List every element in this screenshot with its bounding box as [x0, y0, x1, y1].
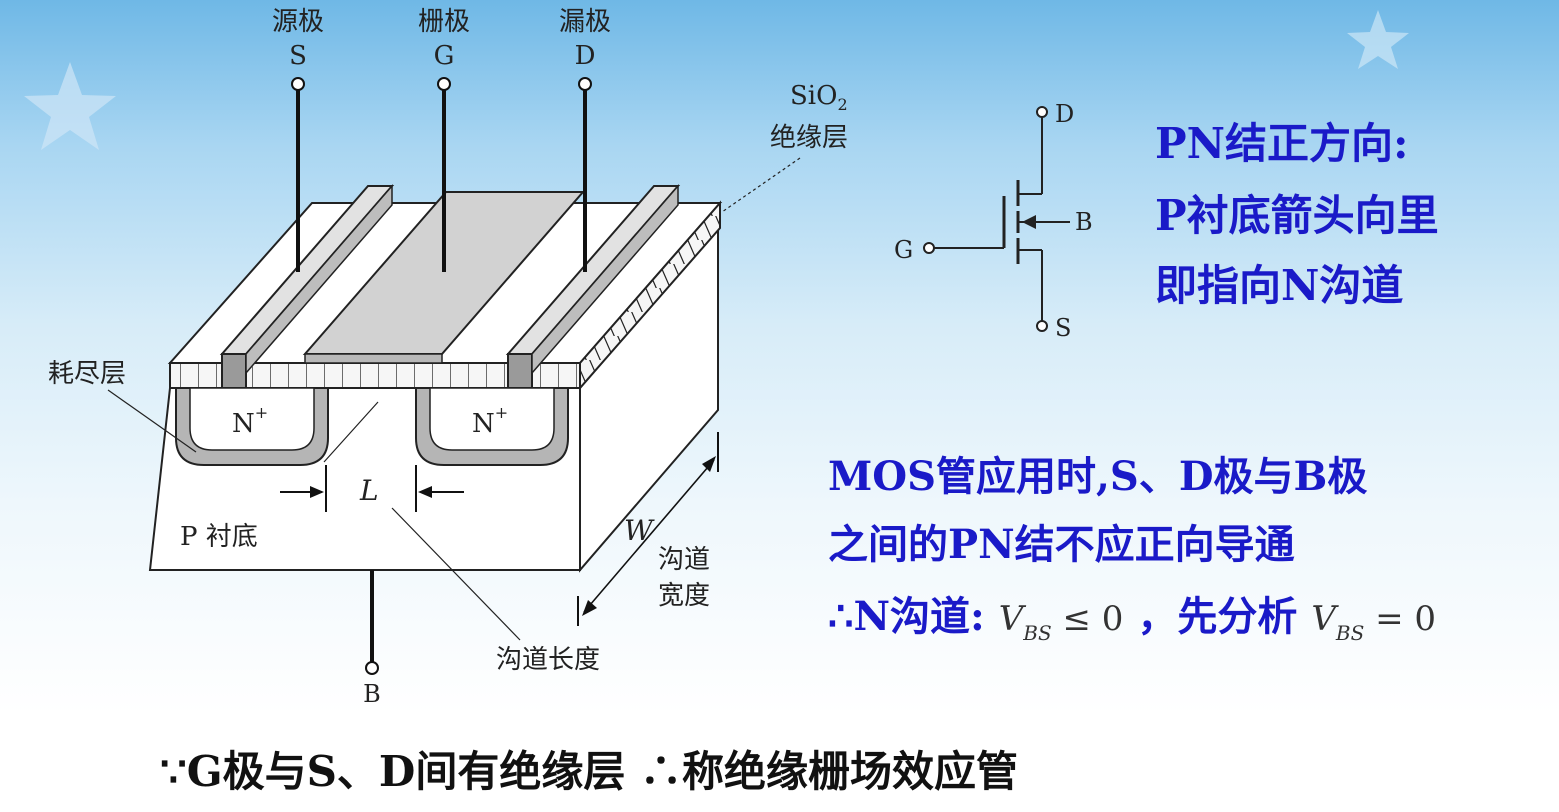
symbol-drain-terminal	[1036, 106, 1048, 118]
drain-label: D	[575, 41, 596, 71]
w-dimension-line	[583, 459, 715, 613]
note-pn-direction: PN结正方向:	[1155, 119, 1409, 168]
symbol-gate-terminal	[923, 242, 935, 254]
source-metal-side	[245, 183, 393, 376]
drain-terminal	[578, 77, 592, 91]
w-arrowhead-top	[702, 456, 716, 472]
gate-metal-front	[304, 353, 443, 364]
w-arrowhead-bottom	[582, 600, 597, 616]
gate-terminal	[437, 77, 451, 91]
channel-width-label-1: 沟道	[658, 545, 710, 575]
vbs-equation: VBS = 0	[1311, 599, 1437, 645]
l-arrowhead-right	[418, 486, 432, 498]
gate-label-cn: 栅极	[418, 7, 470, 37]
symbol-drain-label: D	[1055, 100, 1074, 128]
channel-length-leader	[391, 507, 521, 641]
substrate-label: P 衬底	[180, 522, 258, 552]
symbol-body-label: B	[1075, 208, 1093, 236]
note-no-forward-conduction: 之间的PN结不应正向导通	[828, 521, 1295, 568]
symbol-source-terminal	[1036, 320, 1048, 332]
l-arrowhead-left	[310, 486, 324, 498]
channel-length-label: 沟道长度	[496, 645, 600, 675]
gate-label: G	[434, 41, 455, 71]
sio2-label: SiO2	[790, 81, 848, 114]
width-symbol: W	[624, 514, 655, 547]
drain-metal-side	[531, 183, 679, 376]
drain-label-cn: 漏极	[559, 7, 611, 37]
n-plus-region-left	[189, 387, 315, 451]
symbol-gate-label: G	[894, 236, 913, 264]
body-terminal	[365, 661, 379, 675]
n-plus-right-label: N+	[472, 403, 508, 439]
source-terminal	[291, 77, 305, 91]
n-plus-region-right	[429, 387, 555, 451]
conclusion-insulated-gate: ∵G极与S、D间有绝缘层 ∴称绝缘栅场效应管	[160, 747, 1018, 796]
star-icon	[24, 62, 116, 150]
source-label-cn: 源极	[272, 7, 324, 37]
depletion-leader	[107, 389, 197, 453]
vbs-mid: ，先分析	[1137, 593, 1298, 640]
note-substrate-arrow: P衬底箭头向里	[1155, 191, 1439, 240]
channel-width-label-2: 宽度	[658, 581, 710, 611]
oxide-side-face	[579, 200, 721, 391]
note-mos-application: MOS管应用时,S、D极与B极	[828, 453, 1368, 500]
note-points-to-channel: 即指向N沟道	[1155, 261, 1404, 310]
channel-length-symbol: L	[359, 474, 379, 507]
drain-metal-front	[507, 353, 533, 389]
n-plus-left-label: N+	[232, 403, 268, 439]
star-icon	[1347, 10, 1409, 69]
note-vbs-condition: ∴N沟道: VBS ≤ 0 ，先分析 VBS = 0	[828, 584, 1436, 645]
vbs-inequality: VBS ≤ 0	[998, 599, 1124, 645]
depletion-label: 耗尽层	[48, 359, 126, 389]
source-label: S	[289, 41, 307, 71]
body-arrow-icon	[1022, 215, 1036, 229]
vbs-prefix: ∴N沟道:	[828, 593, 985, 640]
channel-leader-a	[323, 401, 379, 463]
symbol-source-label: S	[1055, 314, 1071, 342]
insulation-label: 绝缘层	[770, 123, 848, 153]
sio2-leader	[721, 157, 801, 213]
body-label: B	[363, 680, 381, 708]
